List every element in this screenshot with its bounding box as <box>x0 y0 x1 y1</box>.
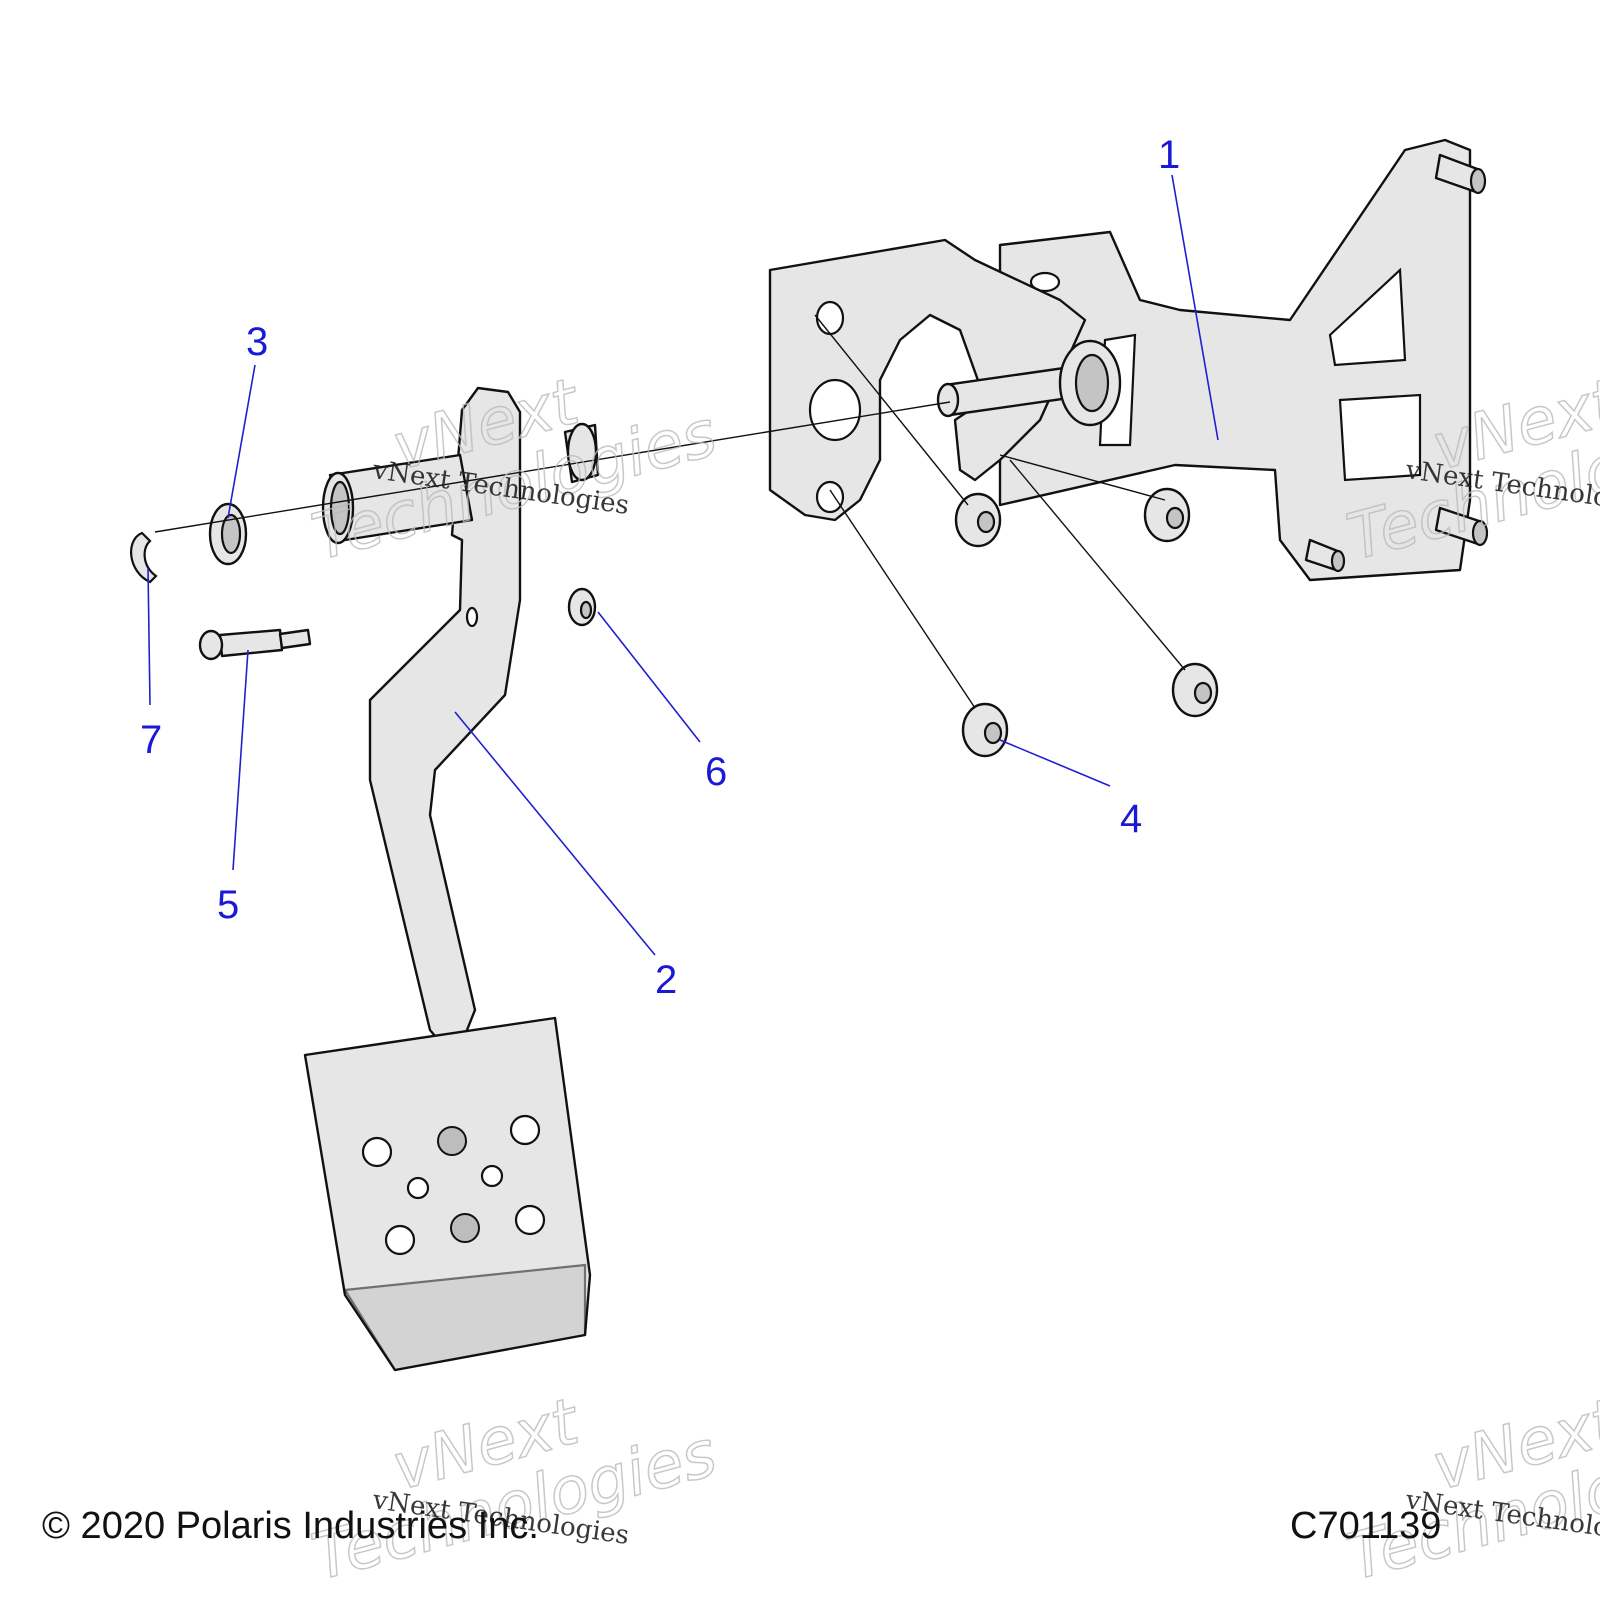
assembly-leader-lines <box>154 314 1186 709</box>
watermark-bottom-left: vNext Technologies vNext Technologies <box>304 1384 725 1596</box>
callout-3: 3 <box>246 320 268 364</box>
copyright-notice: © 2020 Polaris Industries Inc. <box>42 1505 539 1547</box>
watermark-bottom-right: vNext Technologies vNext Technologies <box>1339 1384 1600 1596</box>
callout-4: 4 <box>1120 797 1142 841</box>
callout-leader-lines <box>147 174 1219 956</box>
callout-1: 1 <box>1158 133 1180 177</box>
callout-labels: 1 2 3 4 5 6 7 <box>140 133 1180 1002</box>
shoulder-bolt-part-5 <box>198 628 312 661</box>
callout-7: 7 <box>140 718 162 762</box>
callout-5: 5 <box>217 883 239 927</box>
callout-6: 6 <box>705 750 727 794</box>
callout-2: 2 <box>655 958 677 1002</box>
mounting-bracket-part-1 <box>768 138 1489 582</box>
flange-nuts-part-4 <box>954 487 1219 758</box>
figure-code: C701139 <box>1290 1505 1442 1547</box>
e-clip-part-7 <box>130 531 158 584</box>
washer-part-3 <box>208 502 248 566</box>
pedal-arm-part-2 <box>303 386 600 1372</box>
bushing-part-6 <box>567 587 597 627</box>
